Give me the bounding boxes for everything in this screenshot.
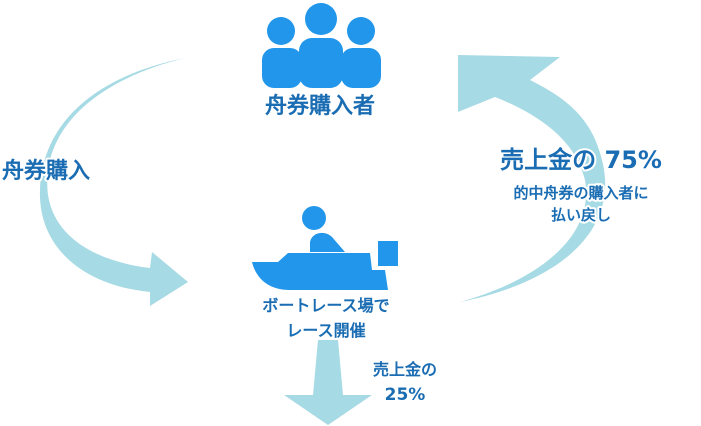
venue-line1: ボートレース場で xyxy=(262,296,389,315)
boat-icon xyxy=(252,206,398,290)
purchase-label: 舟券購入 xyxy=(2,158,90,184)
payout-arrow xyxy=(458,55,606,302)
payout-line2: 払い戻し xyxy=(551,206,611,224)
purchase-arrow xyxy=(39,58,188,306)
remainder-line1: 売上金の xyxy=(373,360,437,379)
payout-title: 売上金の 75% xyxy=(500,146,662,174)
remainder-line2: 25% xyxy=(385,385,426,405)
buyers-label: 舟券購入者 xyxy=(265,93,375,119)
remainder-arrow xyxy=(284,340,372,425)
venue-line2: レース開催 xyxy=(286,321,365,340)
people-icon xyxy=(262,3,381,88)
payout-line1: 的中舟券の購入者に xyxy=(513,184,648,202)
